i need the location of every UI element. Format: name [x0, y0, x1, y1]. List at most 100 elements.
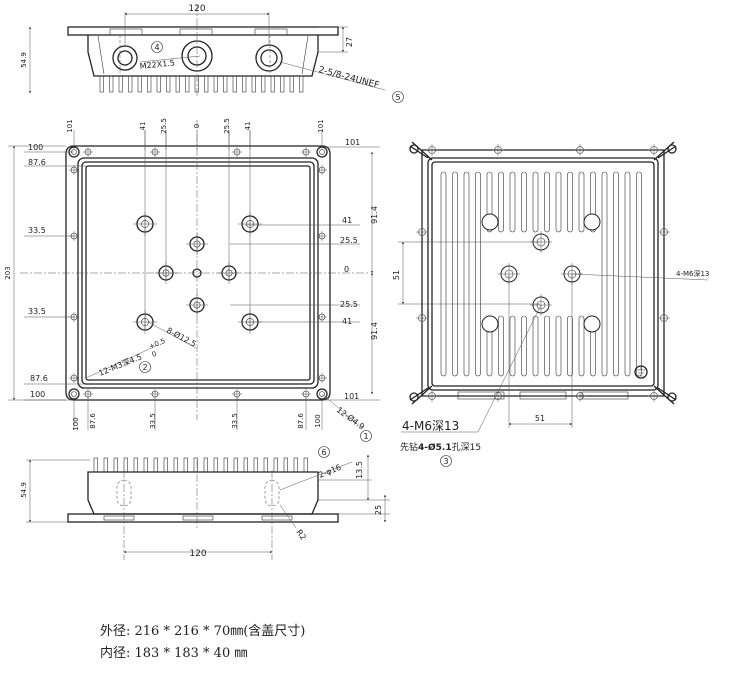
label-m3-tol-bottom: 0: [151, 350, 158, 359]
balloon-6: [318, 446, 330, 458]
bottom-fin: [203, 457, 208, 473]
note-inner: 内径: 183 * 183 * 40 ㎜: [100, 646, 248, 661]
right-vdim-91-top: 91.4: [370, 206, 379, 224]
right-dim-41-bottom: 41: [342, 317, 352, 326]
label-corner: 12-Ø4.9: [335, 405, 367, 432]
top-dim-0: 0: [193, 124, 201, 128]
top-fin: [223, 75, 228, 93]
balloon-3-text: 3: [443, 457, 448, 466]
note-outer: 外径: 216 * 216 * 70㎜(含盖尺寸): [100, 624, 306, 639]
right-perimeter-holes: [416, 144, 670, 402]
bottom-view-lid: [67, 513, 339, 523]
right-outer-frame: [421, 149, 665, 397]
right-large-hole: [481, 213, 499, 231]
top-fin: [175, 75, 180, 93]
bottom-fin: [283, 457, 288, 473]
right-dim-51-bottom: 51: [535, 414, 545, 423]
top-view: 120 27 54.9 4 M22X1.5 2-5/8-24UNEF 5: [20, 4, 404, 103]
bottom-fin: [223, 457, 228, 473]
top-fin: [109, 75, 114, 93]
balloon-4-text: 4: [154, 43, 159, 52]
fin-slot: [555, 315, 562, 377]
left-dim-100-bottom: 100: [30, 390, 45, 399]
notes: 外径: 216 * 216 * 70㎜(含盖尺寸) 内径: 183 * 183 …: [100, 621, 305, 665]
fin-slot: [613, 171, 619, 377]
bottom-dim-side: 54.9: [20, 482, 28, 498]
bottom-fin: [173, 457, 178, 473]
top-fin: [232, 75, 237, 93]
bottom-fin: [213, 457, 218, 473]
balloon-1-text: 1: [363, 432, 368, 441]
right-view: 51 51 4-M6深13 4-M6深13 先钻4-Ø5.1孔深15 3: [392, 141, 709, 467]
top-fin: [118, 75, 123, 93]
bottom-fin: [293, 457, 298, 473]
fin-slot: [498, 315, 504, 377]
front-top-dims: 101 41 25.5 0 25.5 41 101: [66, 118, 325, 134]
top-dim-width: 120: [188, 4, 205, 14]
balloon-2-text: 2: [142, 363, 147, 372]
bottom-dim-135: 13.5: [355, 461, 364, 479]
right-large-hole: [583, 213, 601, 231]
top-dim-height: 27: [345, 37, 354, 47]
top-fin: [137, 75, 142, 93]
bottom-fin: [123, 457, 128, 473]
top-dim-25-left: 25.5: [160, 118, 168, 134]
top-dim-25-right: 25.5: [223, 118, 231, 134]
fin-slot: [590, 171, 596, 233]
right-large-hole: [481, 315, 499, 333]
front-view: 101 41 25.5 0 25.5 41 101 100 87.6 33.5 …: [4, 118, 380, 442]
top-dim-side: 54.9: [20, 52, 28, 68]
right-label-drill: 先钻4-Ø5.1孔深15: [400, 441, 481, 453]
bottom-fin: [153, 457, 158, 473]
fin-slot: [532, 171, 539, 233]
top-fin: [147, 75, 152, 93]
front-left-dims: 100 87.6 33.5 33.5 87.6 100 203: [4, 143, 86, 401]
fin-slot: [475, 171, 481, 377]
right-label-m6-small: 4-M6深13: [676, 269, 709, 278]
top-fin: [289, 75, 294, 93]
bottom-view: 120 54.9 13.5 25 2-φ16 R2 6: [20, 446, 390, 560]
fin-slot: [578, 315, 585, 377]
bottom-fin: [273, 457, 278, 473]
fin-slot: [509, 171, 516, 233]
fin-slot: [624, 171, 631, 377]
balloon-2: [139, 361, 151, 373]
fin-slot: [567, 315, 573, 377]
fin-slot: [498, 171, 504, 233]
top-fin: [242, 75, 247, 93]
left-dim-total: 203: [4, 266, 12, 279]
top-fin: [299, 75, 304, 93]
bottom-label-r2: R2: [294, 528, 307, 542]
top-fin: [270, 75, 275, 93]
top-dim-101-right: 101: [317, 119, 325, 132]
top-fin: [185, 75, 190, 93]
perimeter-screw-holes: [69, 147, 327, 399]
left-dim-100-top: 100: [28, 143, 43, 152]
fin-slot: [578, 171, 585, 233]
fin-slot: [521, 171, 527, 233]
bottom-label-phi16: 2-φ16: [317, 463, 342, 480]
fin-slot: [521, 315, 527, 377]
bottom-dim-100-left: 100: [72, 417, 80, 430]
top-fin: [213, 75, 218, 93]
bottom-fin: [253, 457, 258, 473]
bottom-dim-33-right: 33.5: [231, 413, 239, 429]
top-dim-41-left: 41: [139, 122, 147, 131]
bottom-dim-87-right: 87.6: [297, 413, 305, 429]
top-fin: [156, 75, 161, 93]
top-dim-101-left: 101: [66, 119, 74, 132]
bottom-fin: [233, 457, 238, 473]
bottom-dim-33-left: 33.5: [149, 413, 157, 429]
left-dim-87-top: 87.6: [28, 158, 46, 167]
bottom-fin: [113, 457, 118, 473]
top-view-body: [87, 35, 319, 77]
fin-slot: [567, 171, 573, 233]
top-fin: [128, 75, 133, 93]
left-dim-33-bottom: 33.5: [28, 307, 46, 316]
fin-slot: [509, 315, 516, 377]
bottom-view-fins: [93, 457, 308, 473]
balloon-5: [392, 91, 404, 103]
right-dim-41-top: 41: [342, 216, 352, 225]
right-label-m6: 4-M6深13: [402, 419, 459, 433]
bottom-dim-25: 25: [374, 505, 383, 515]
